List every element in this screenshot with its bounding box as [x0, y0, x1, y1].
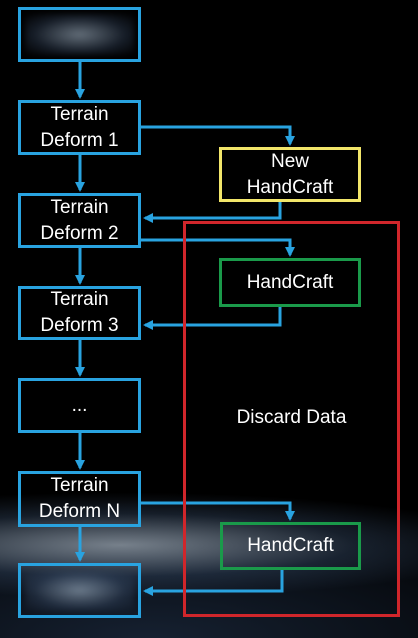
terrain-deform-n-node: Terrain Deform N	[18, 471, 141, 527]
node-label-line-2: HandCraft	[246, 176, 334, 198]
handcraft-node-2: HandCraft	[220, 522, 361, 570]
node-label-line-1: Terrain	[50, 103, 109, 125]
new-handcraft-node: New HandCraft	[219, 147, 361, 202]
node-label-line-1: Terrain	[50, 475, 109, 496]
blurred-image	[25, 570, 134, 611]
arrow-deform1-to-new-handcraft	[141, 125, 295, 146]
arrow-handcraft1-to-deform3	[143, 307, 282, 330]
terrain-deform-3-node: Terrain Deform 3	[18, 286, 141, 340]
ellipsis-node: ...	[18, 378, 141, 433]
node-label-line-1: Terrain	[50, 289, 109, 310]
start-node	[18, 7, 141, 62]
final-node	[18, 563, 141, 618]
node-label-line-2: Deform 1	[40, 129, 119, 151]
arrow-deformN-to-handcraft2	[141, 501, 295, 521]
node-label-line-2: Deform 3	[40, 315, 119, 336]
node-label-line-1: New	[270, 150, 309, 172]
handcraft-node-1: HandCraft	[219, 258, 361, 307]
node-label-line-1: Terrain	[50, 196, 109, 218]
arrow-handcraft2-to-final	[143, 570, 284, 596]
blurred-image	[25, 14, 134, 55]
discard-data-label: Discard Data	[236, 407, 347, 428]
terrain-deform-1-node: Terrain Deform 1	[18, 100, 141, 155]
discard-data-region	[183, 221, 400, 617]
arrow-new-handcraft-to-deform2	[143, 202, 282, 223]
arrow-deform2-to-handcraft1	[141, 238, 295, 257]
node-label-line-2: Deform N	[38, 501, 121, 522]
node-label-line-1: HandCraft	[247, 535, 334, 556]
terrain-deform-2-node: Terrain Deform 2	[18, 193, 141, 248]
node-label-line-1: ...	[71, 394, 88, 416]
node-label-line-1: HandCraft	[246, 271, 334, 293]
node-label-line-2: Deform 2	[40, 222, 119, 244]
